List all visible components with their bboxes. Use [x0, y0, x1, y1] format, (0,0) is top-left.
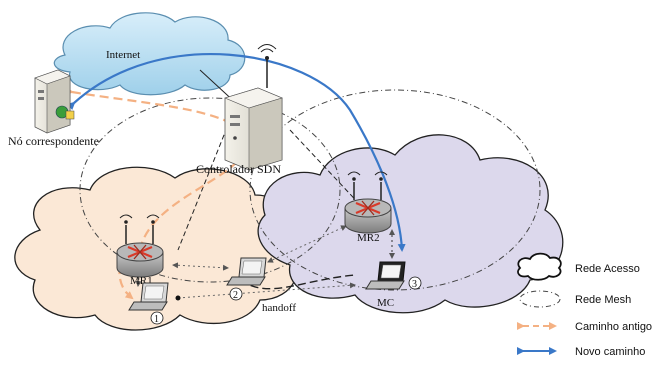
step-2-label: 2 — [233, 290, 238, 301]
laptop-position-1 — [128, 282, 169, 311]
step-3-label: 3 — [412, 279, 417, 290]
sdn-controller-label: Controlador SDN — [196, 162, 281, 176]
legend-access-network-label: Rede Acesso — [575, 263, 640, 275]
internet-cloud: Internet — [53, 12, 246, 96]
legend-mesh-network-label: Rede Mesh — [575, 294, 631, 306]
legend: Rede Acesso Rede Mesh Caminho antigo Nov… — [517, 252, 652, 358]
mr2-label: MR2 — [357, 232, 380, 244]
router-mr2: MR2 — [344, 171, 392, 244]
router-mr1: MR1 — [116, 214, 164, 287]
step-1-label: 1 — [154, 314, 159, 325]
step-markers: 1 2 3 — [150, 276, 422, 325]
laptop-mc: MC — [365, 261, 406, 309]
correspondent-node-server: Nó correspondente — [8, 69, 99, 148]
handoff-label: handoff — [262, 302, 296, 314]
legend-old-path: Caminho antigo — [517, 321, 652, 333]
legend-access-network: Rede Acesso — [517, 252, 640, 281]
new-path-arrow — [66, 53, 406, 252]
internet-label: Internet — [106, 49, 140, 61]
legend-mesh-network: Rede Mesh — [519, 290, 631, 308]
sdn-controller-server: Controlador SDN — [196, 44, 283, 176]
correspondent-node-label: Nó correspondente — [8, 134, 99, 148]
legend-new-path-label: Novo caminho — [575, 346, 645, 358]
mc-label: MC — [377, 297, 394, 309]
laptop-position-2 — [226, 257, 267, 286]
legend-old-path-label: Caminho antigo — [575, 321, 652, 333]
legend-new-path: Novo caminho — [517, 346, 645, 358]
